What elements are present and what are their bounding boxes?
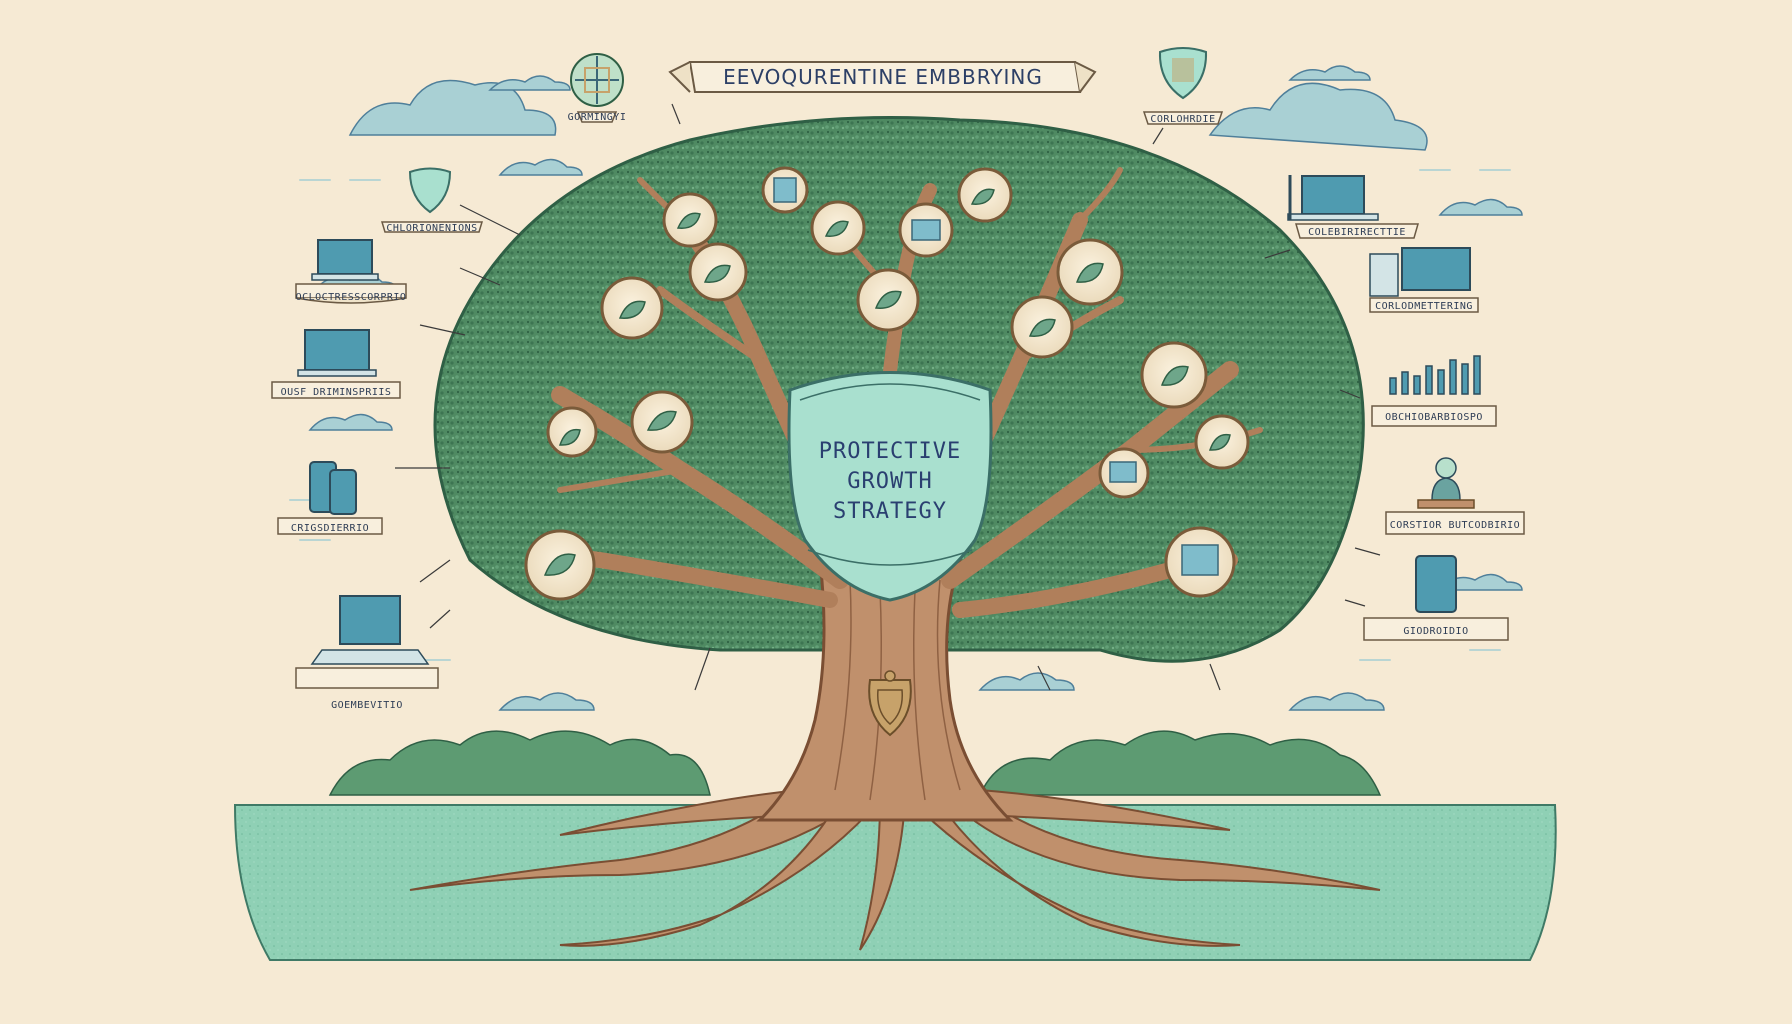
chart-label-plate: OBCHIOBARBIOSPO	[1371, 405, 1497, 427]
label-right-chart: OBCHIOBARBIOSPO	[1385, 412, 1483, 423]
phone-icon: CRIGSDIERRIO	[277, 461, 383, 535]
label-left-shield: CHLORIONENIONS	[386, 223, 477, 234]
label-left-phones: CRIGSDIERRIO	[291, 523, 369, 534]
connector-lines	[395, 103, 1381, 691]
label-right-tablet: GIODROIDIO	[1403, 626, 1468, 637]
tree-roots	[409, 757, 1381, 951]
label-left-laptop: OCLOCTRESSCORPRIO	[296, 292, 407, 303]
banner-title: EEVOQURENTINE EMBBRYING	[723, 65, 1043, 89]
person-icon: CORSTIOR BUTCODBIRIO	[1385, 457, 1525, 535]
laptop-icon: OCLOCTRESSCORPRIO	[295, 239, 407, 304]
monitor-icon: COLEBIRIRECTTIE	[1287, 175, 1419, 239]
label-right-laptop: CORLODMETTERING	[1375, 301, 1473, 312]
shield-line-1: PROTECTIVE	[819, 439, 961, 464]
laptop-icon: GOEMBEVITIO	[295, 595, 439, 711]
trunk-grain	[834, 579, 961, 801]
left-shield-icon: CHLORIONENIONS	[380, 167, 484, 234]
bar-chart-icon	[1389, 355, 1481, 395]
clouds	[308, 65, 1523, 711]
globe-icon: GORMINGYI	[568, 53, 627, 123]
background-dashes	[289, 169, 1511, 661]
laptop-icon: OUSF DRIMINSPRIIS	[271, 329, 401, 399]
shield-icon: CORLOHRDIE	[1142, 47, 1224, 125]
title-banner: EEVOQURENTINE EMBBRYING	[668, 61, 1097, 93]
badge-icon	[868, 670, 912, 737]
box-icon	[773, 177, 1219, 576]
background-bushes	[328, 730, 1382, 796]
ground	[233, 804, 1557, 961]
label-left-laptop-3: GOEMBEVITIO	[331, 700, 403, 711]
protective-shield: PROTECTIVE GROWTH STRATEGY	[787, 371, 993, 602]
label-top-left-globe: GORMINGYI	[568, 112, 627, 123]
label-right-monitor: COLEBIRIRECTTIE	[1308, 227, 1406, 238]
laptop-icon: CORLODMETTERING	[1369, 247, 1479, 313]
shield-line-2: GROWTH	[847, 469, 932, 494]
label-right-person: CORSTIOR BUTCODBIRIO	[1390, 520, 1520, 531]
shield-line-3: STRATEGY	[833, 499, 947, 524]
label-top-right-shield: CORLOHRDIE	[1150, 114, 1215, 125]
label-left-laptop-2: OUSF DRIMINSPRIIS	[281, 387, 392, 398]
tablet-icon: GIODROIDIO	[1363, 555, 1509, 641]
